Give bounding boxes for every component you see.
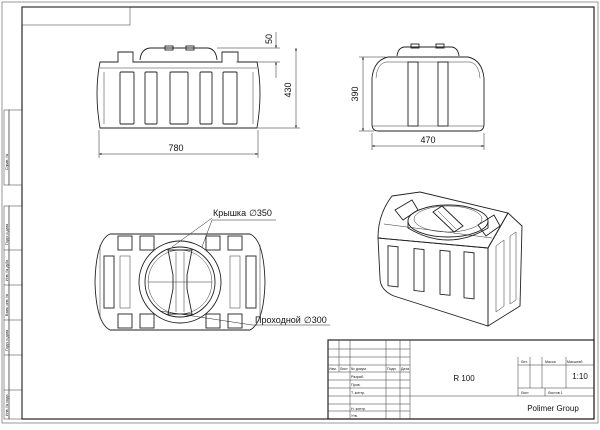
dim-total-height: 430 <box>283 82 293 97</box>
diameter-symbol-icon: ∅ <box>304 315 312 325</box>
diameter-symbol-icon: ∅ <box>249 208 257 218</box>
side-stamp-label: Взам. инв. № <box>5 294 9 316</box>
callout-lid-label: Крышка <box>213 208 246 218</box>
tb-company: Polimer Group <box>527 404 579 413</box>
side-view: 390 470 <box>350 43 485 150</box>
tb-row-label: Пров. <box>351 383 361 387</box>
tb-row-label: Т. контр. <box>351 391 365 395</box>
front-view: 50 430 780 <box>96 32 300 158</box>
tb-lit-label: Лит. <box>521 360 528 364</box>
svg-text:Крышка∅350: Крышка∅350 <box>213 208 272 218</box>
tb-designation: R 100 <box>453 374 475 383</box>
top-stamp-box <box>21 6 131 26</box>
tb-scale-label: Масштаб <box>567 360 582 364</box>
side-stamp-label: Инв. № дубл. <box>5 259 9 281</box>
tb-scale-value: 1:10 <box>572 372 588 381</box>
dim-width: 470 <box>420 135 435 145</box>
svg-text:Проходной∅300: Проходной∅300 <box>255 315 327 325</box>
tb-header: Дата <box>401 367 409 371</box>
callout-passage-label: Проходной <box>255 315 301 325</box>
tb-row-label: Н. контр. <box>351 407 366 411</box>
side-stamp-label: Инв. № подл. <box>5 394 9 416</box>
tb-header: Подп. <box>387 367 397 371</box>
title-block: Изм. Лист № докум. Подп. Дата Разраб. Пр… <box>327 339 595 420</box>
isometric-view <box>377 191 523 327</box>
side-stamp-label: Справ. № <box>5 154 9 170</box>
tb-mass-label: Масса <box>545 360 556 364</box>
top-view: Крышка∅350 Проходной∅300 <box>94 208 330 331</box>
tb-sheet-label: Лист <box>521 391 529 395</box>
side-stamp-label: Подп. и дата <box>5 330 9 351</box>
dim-lid-height: 50 <box>264 34 274 44</box>
tb-sheets-label: Листов 1 <box>548 391 563 395</box>
dim-length: 780 <box>168 143 183 153</box>
dim-side-height: 390 <box>350 86 360 101</box>
side-stamp: Справ. № Подп. и дата Инв. № дубл. Взам.… <box>3 109 23 420</box>
callout-passage-value: 300 <box>312 315 327 325</box>
tb-header: Изм. <box>329 367 337 371</box>
tb-header: № докум. <box>351 367 367 371</box>
side-stamp-label: Подп. и дата <box>5 224 9 245</box>
tb-row-label: Разраб. <box>351 375 364 379</box>
tb-header: Лист <box>340 367 348 371</box>
tb-row-label: Утв. <box>351 414 358 418</box>
callout-lid-value: 350 <box>257 208 272 218</box>
